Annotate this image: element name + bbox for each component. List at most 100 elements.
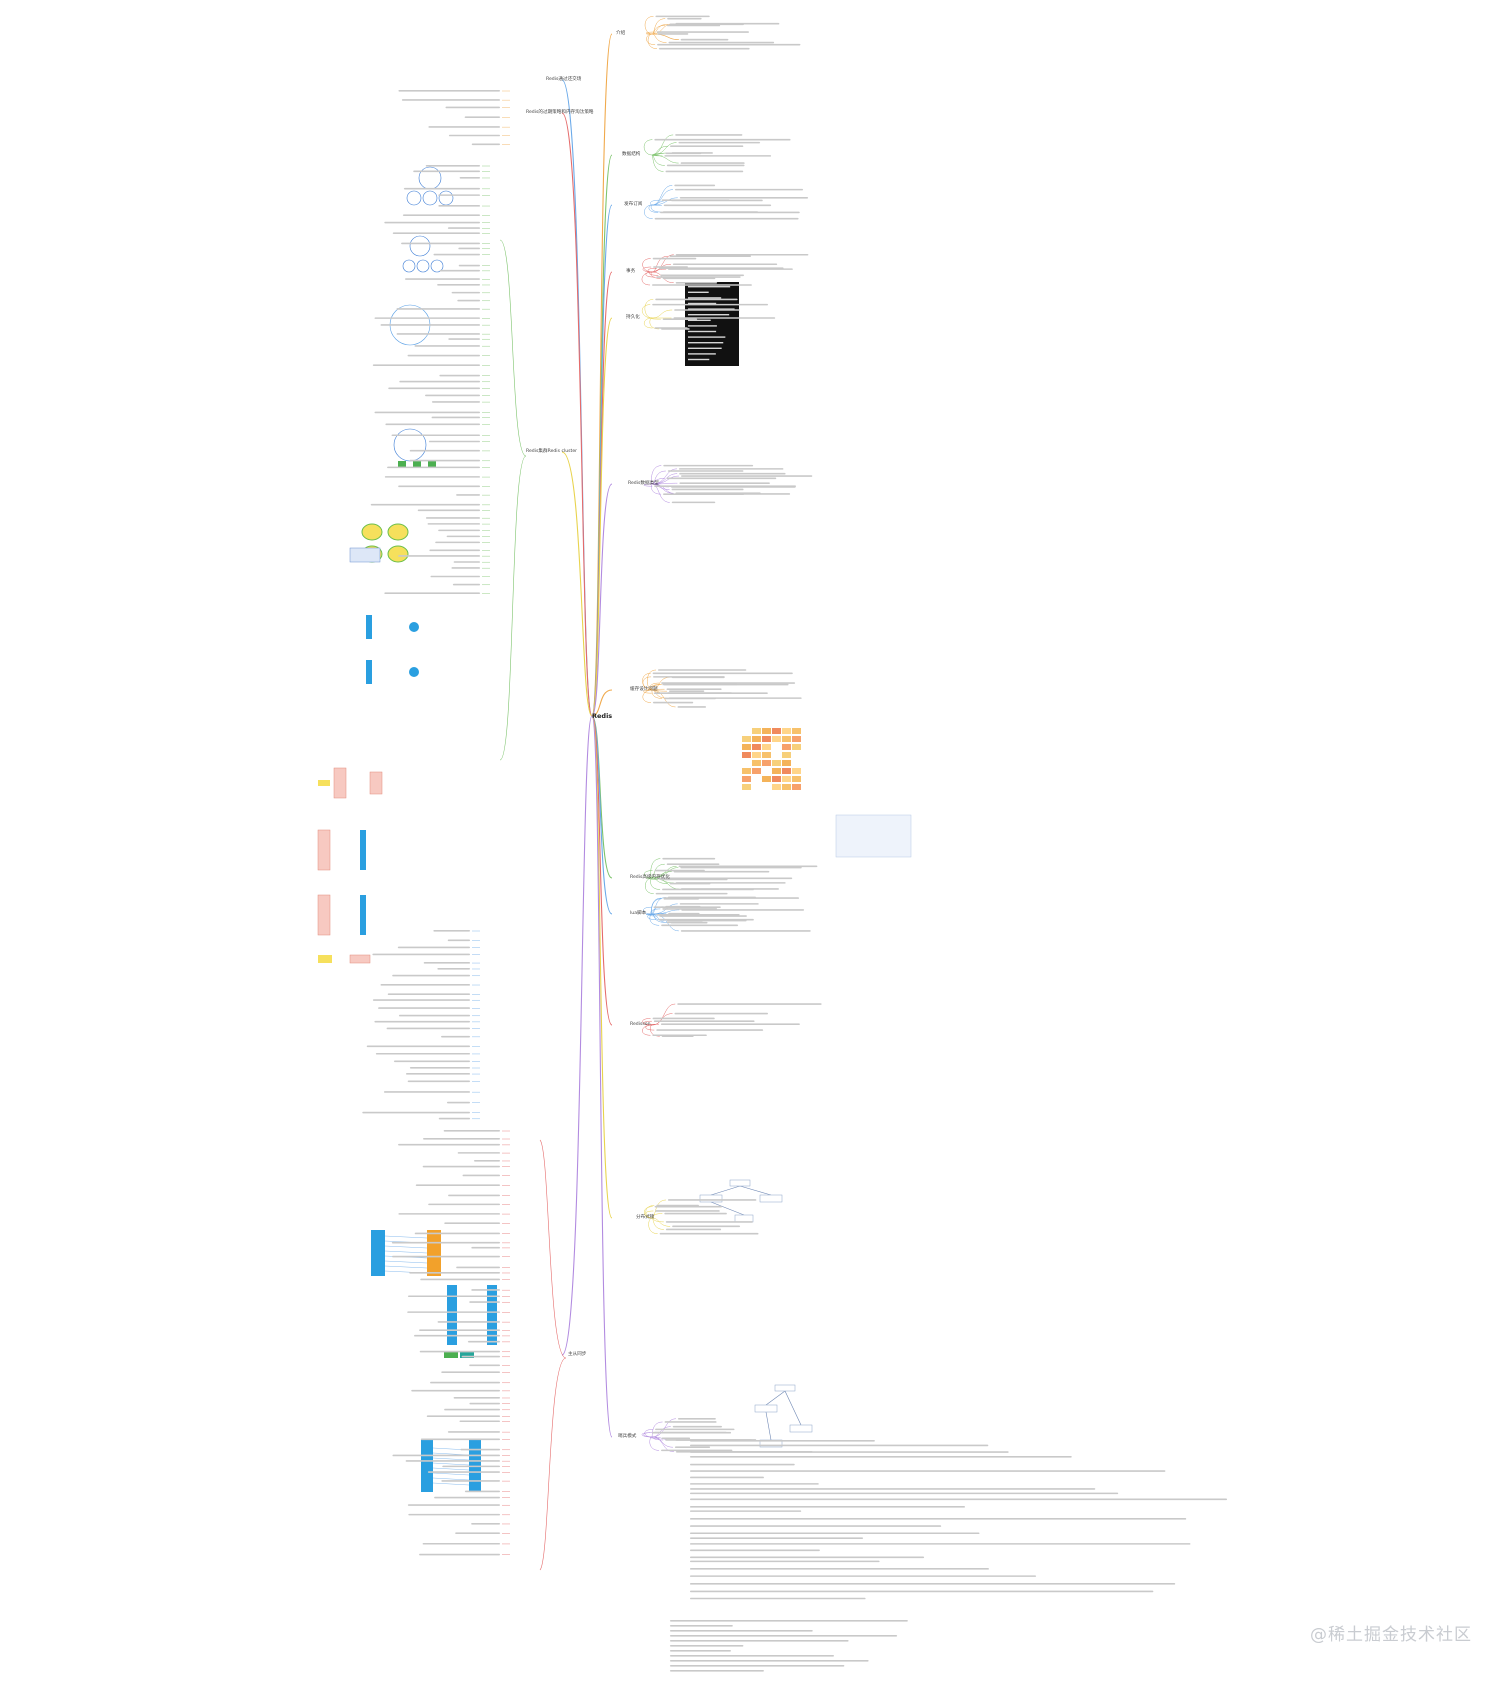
flow-box — [734, 1214, 754, 1223]
leaf-text-line — [670, 1620, 908, 1622]
leaf-text-line — [680, 866, 802, 869]
leaf-text-line — [392, 232, 480, 234]
left-branch-3[interactable]: 主从同步 — [568, 1350, 587, 1357]
leaf-link — [644, 299, 654, 319]
cache-table-cell — [782, 784, 791, 790]
leaf-text-line — [658, 47, 750, 50]
leaf-text-line — [427, 523, 480, 525]
cluster-node — [409, 235, 431, 257]
leaf-text-line — [414, 1334, 500, 1337]
cluster-master — [428, 461, 436, 467]
cache-table-cell — [782, 744, 791, 750]
leaf-text-line — [690, 1463, 795, 1466]
right-branch-2[interactable]: 发布订阅 — [624, 200, 643, 207]
leaf-text-line — [657, 43, 801, 46]
leaf-text-line — [469, 1301, 500, 1303]
leaf-text-line — [407, 1504, 500, 1506]
leaf-text-line — [653, 1020, 755, 1022]
leaf-text-line — [384, 476, 480, 478]
cache-table-cell — [762, 752, 771, 758]
leaf-link — [650, 877, 661, 890]
leaf-text-line — [652, 1017, 715, 1020]
leaf-text-line — [652, 303, 769, 306]
slot-node — [409, 622, 419, 632]
leaf-text-line — [423, 1138, 500, 1140]
right-branch-3[interactable]: 事务 — [626, 267, 636, 274]
center-node[interactable]: Redis — [592, 712, 612, 720]
left-branch-0[interactable]: Redis通过还交场 — [546, 75, 582, 82]
left-branch-2[interactable]: Redis集群Redis cluster — [526, 447, 577, 454]
leaf-link — [642, 258, 653, 273]
leaf-text-line — [671, 501, 716, 504]
leaf-text-line — [656, 1029, 764, 1031]
right-branch-7[interactable]: Redis高级内存优化 — [630, 873, 670, 880]
leaf-text-line — [403, 187, 480, 190]
leaf-text-line — [674, 188, 804, 191]
right-branch-6[interactable]: 缓存设计问题 — [630, 685, 658, 692]
leaf-link — [643, 317, 653, 329]
leaf-text-line — [654, 485, 796, 488]
leaf-text-line — [670, 1660, 869, 1662]
right-branch-11[interactable]: 哨兵模式 — [618, 1432, 637, 1439]
mget-box — [369, 771, 383, 795]
right-branch-8[interactable]: lua脚本 — [630, 909, 647, 916]
leaf-text-line — [662, 683, 738, 686]
right-branch-4[interactable]: 持久化 — [626, 313, 640, 320]
leaf-text-line — [653, 266, 688, 268]
right-branch-10[interactable]: 分布式锁 — [636, 1213, 655, 1220]
leaf-text-line — [670, 1670, 764, 1672]
leaf-text-line — [675, 134, 743, 136]
right-branch-9[interactable]: Redisson — [630, 1021, 651, 1027]
leaf-text-line — [663, 897, 800, 899]
leaf-text-line — [448, 338, 480, 340]
right-branch-5[interactable]: Redis数据类型 — [628, 479, 659, 486]
leaf-text-line — [414, 1232, 500, 1235]
leaf-text-line — [431, 416, 480, 419]
leaf-text-line — [425, 165, 480, 167]
leaf-text-line — [655, 1428, 735, 1431]
leaf-text-line — [428, 440, 480, 443]
left-branch-1[interactable]: Redis的过期策略和内存淘汰策略 — [526, 108, 594, 115]
leaf-text-line — [434, 1496, 500, 1499]
leaf-text-line — [407, 1080, 470, 1083]
leaf-text-line — [433, 930, 470, 932]
cluster-node — [406, 190, 422, 206]
leaf-text-line — [690, 1537, 864, 1539]
leaf-link — [651, 134, 674, 156]
repl-arrow — [384, 1260, 428, 1264]
leaf-text-line — [401, 99, 500, 101]
leaf-text-line — [661, 1449, 733, 1452]
cluster-node — [402, 259, 416, 273]
leaf-text-line — [464, 116, 500, 118]
flow-box — [774, 1384, 796, 1392]
leaf-text-line — [433, 253, 480, 256]
leaf-text-line — [670, 1635, 898, 1637]
right-branch-0[interactable]: 介绍 — [616, 29, 626, 36]
leaf-text-line — [652, 1431, 732, 1434]
right-branch-1[interactable]: 数据结构 — [622, 150, 641, 157]
right-stem — [591, 689, 613, 717]
leaf-text-line — [666, 477, 777, 480]
leaf-text-line — [408, 1295, 500, 1298]
master-bar — [447, 1285, 457, 1345]
leaf-text-line — [413, 170, 480, 173]
leaf-link — [647, 33, 657, 49]
leaf-text-line — [458, 264, 480, 267]
terminal-line — [688, 342, 724, 344]
leaf-text-line — [678, 468, 784, 470]
cache-table-cell — [752, 760, 761, 766]
leaf-link — [651, 877, 679, 890]
link — [539, 1357, 567, 1571]
leaf-text-line — [690, 1444, 989, 1447]
leaf-text-line — [662, 888, 754, 891]
terminal-line — [688, 297, 722, 299]
leaf-link — [644, 1210, 654, 1219]
leaf-text-line — [677, 1003, 822, 1005]
terminal-line — [688, 353, 716, 355]
leaf-text-line — [445, 106, 500, 109]
leaf-link — [645, 1205, 655, 1219]
leaf-text-line — [452, 583, 480, 586]
leaf-text-line — [448, 1194, 500, 1197]
leaf-text-line — [375, 1052, 470, 1055]
